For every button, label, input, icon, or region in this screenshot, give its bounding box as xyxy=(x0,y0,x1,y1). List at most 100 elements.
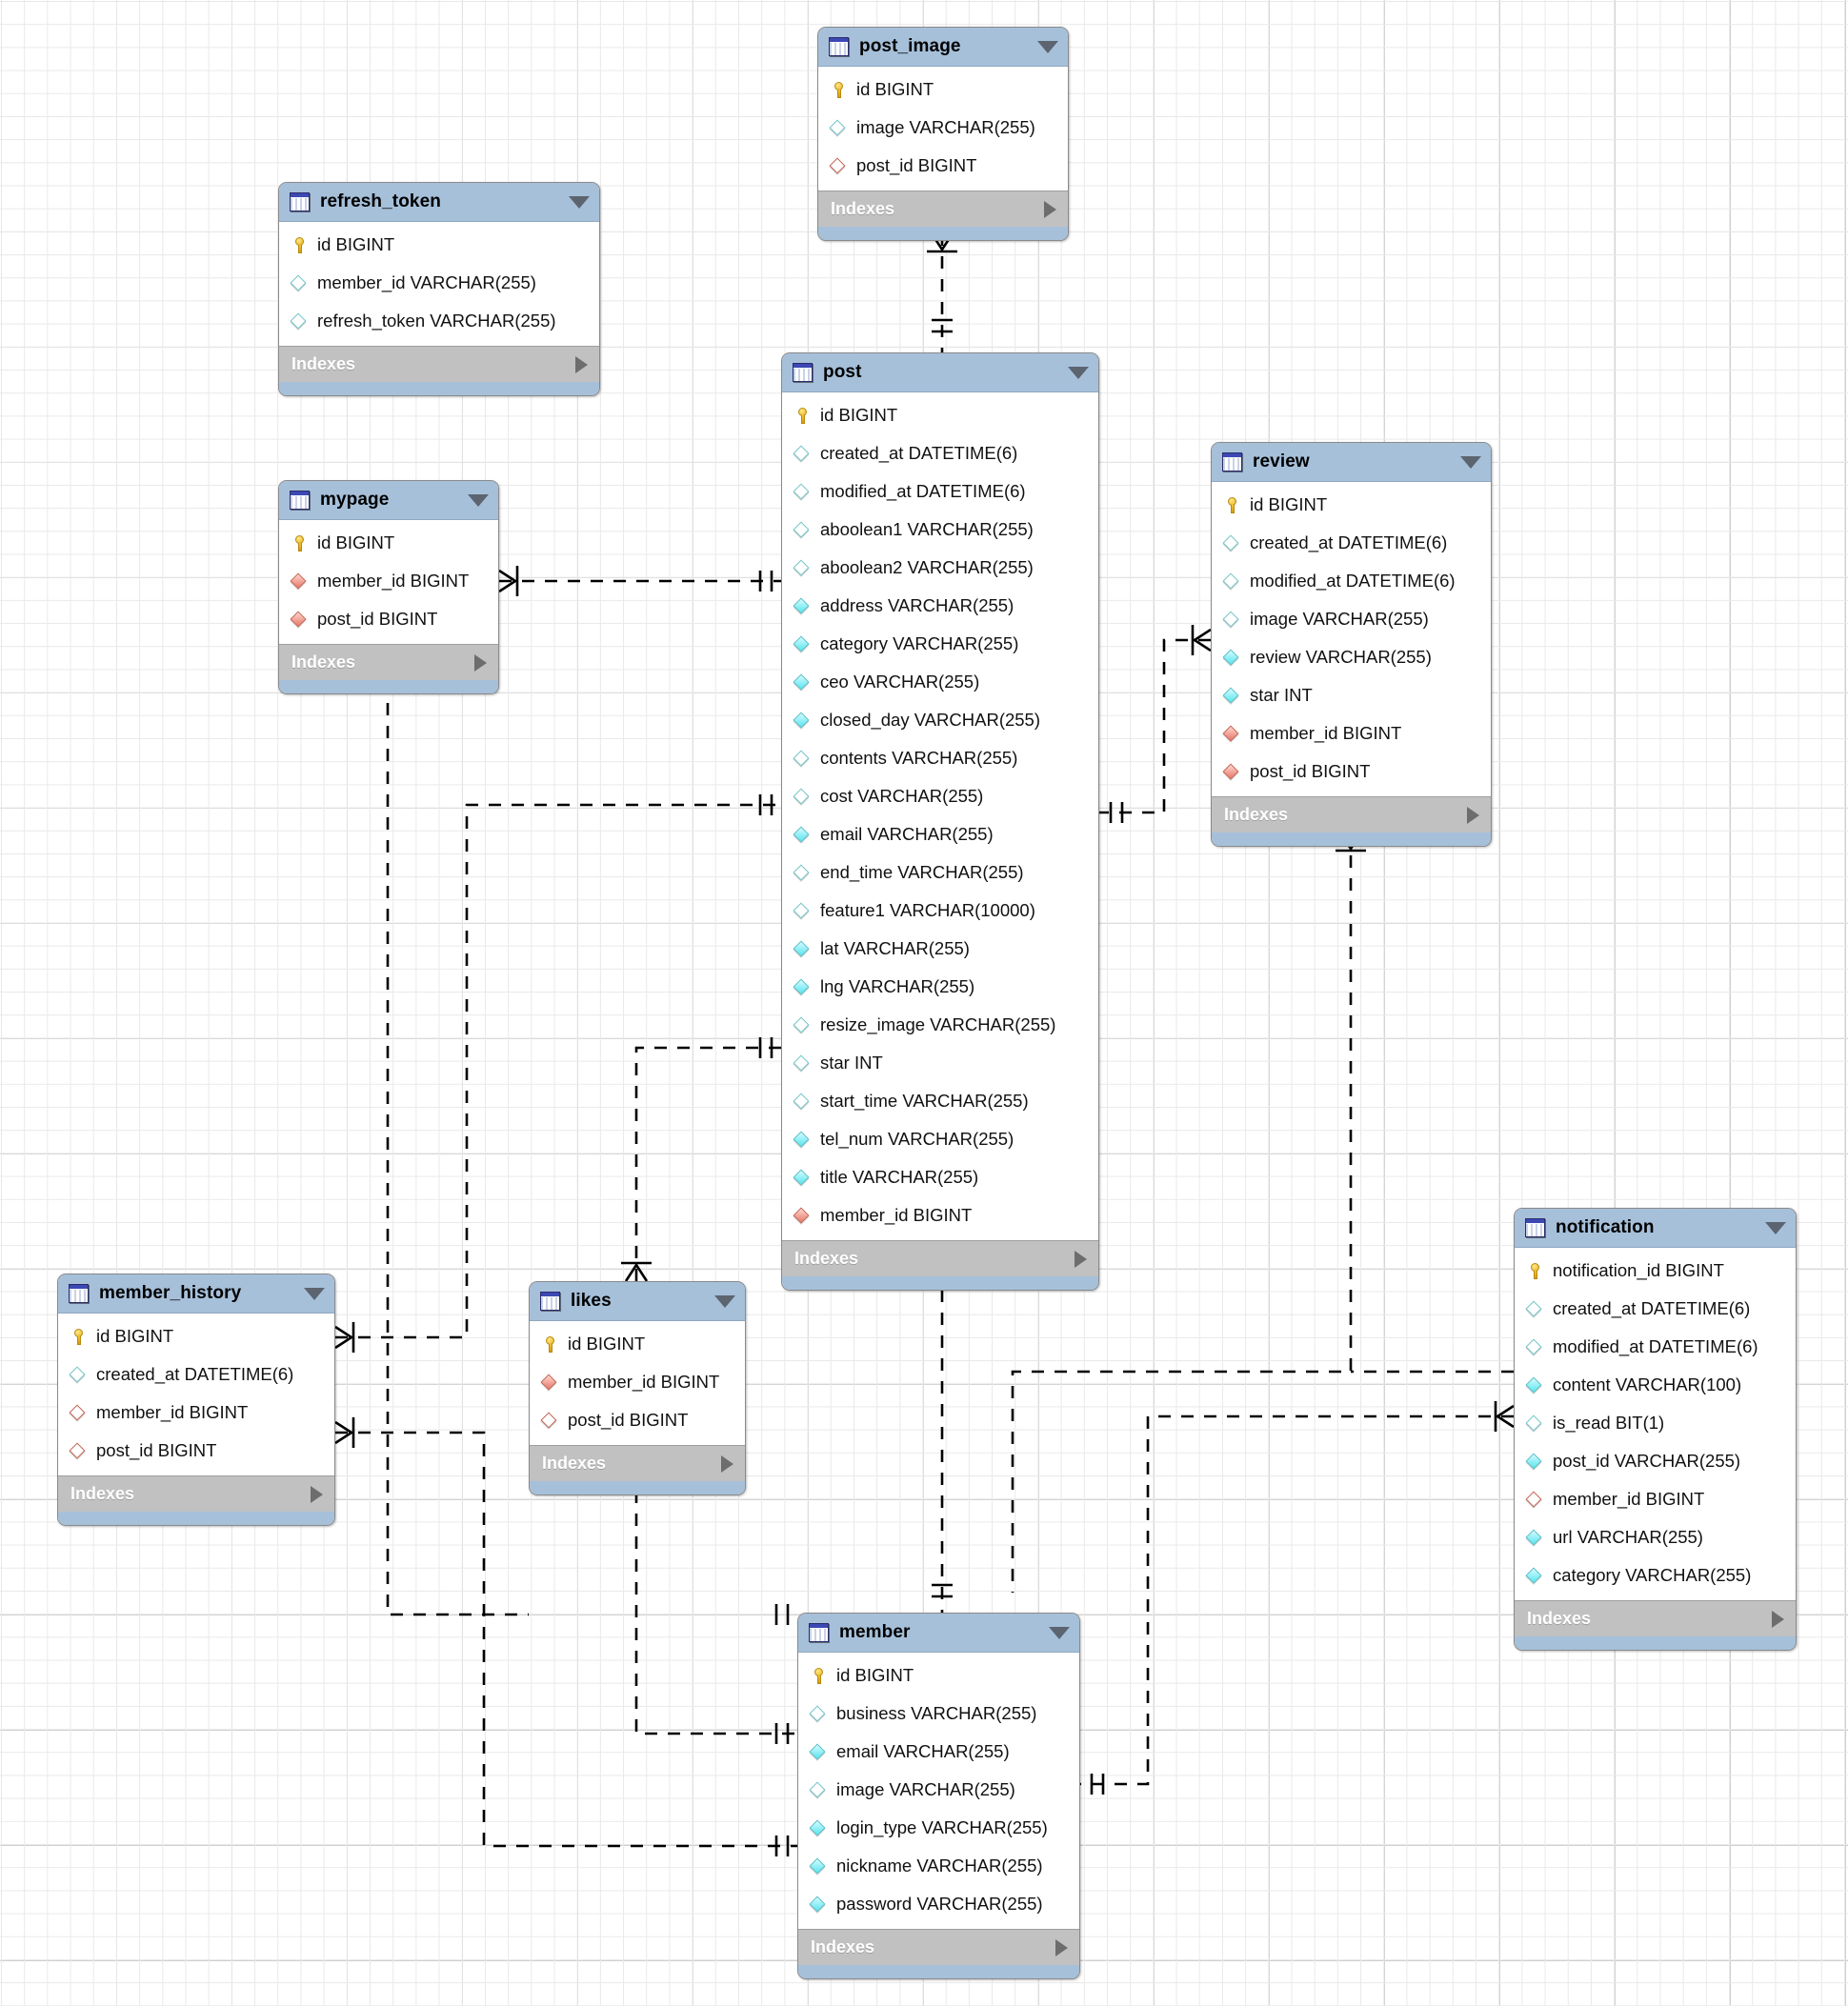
table-column[interactable]: id BIGINT xyxy=(279,524,498,562)
table-column[interactable]: address VARCHAR(255) xyxy=(782,587,1098,625)
table-column[interactable]: email VARCHAR(255) xyxy=(782,815,1098,853)
table-column[interactable]: business VARCHAR(255) xyxy=(798,1695,1079,1733)
table-column[interactable]: login_type VARCHAR(255) xyxy=(798,1809,1079,1847)
indexes-section-post_image[interactable]: Indexes xyxy=(818,191,1068,227)
table-column[interactable]: email VARCHAR(255) xyxy=(798,1733,1079,1771)
table-column[interactable]: category VARCHAR(255) xyxy=(1515,1556,1796,1595)
caret-right-icon[interactable] xyxy=(1044,200,1056,218)
table-column[interactable]: member_id BIGINT xyxy=(279,562,498,600)
table-column[interactable]: id BIGINT xyxy=(798,1656,1079,1695)
table-column[interactable]: id BIGINT xyxy=(530,1325,745,1363)
table-column[interactable]: aboolean2 VARCHAR(255) xyxy=(782,549,1098,587)
caret-down-icon[interactable] xyxy=(1068,366,1089,379)
indexes-section-post[interactable]: Indexes xyxy=(782,1240,1098,1276)
table-column[interactable]: cost VARCHAR(255) xyxy=(782,777,1098,815)
table-column[interactable]: content VARCHAR(100) xyxy=(1515,1366,1796,1404)
table-column[interactable]: id BIGINT xyxy=(818,70,1068,109)
table-column[interactable]: start_time VARCHAR(255) xyxy=(782,1082,1098,1120)
table-column[interactable]: id BIGINT xyxy=(279,226,599,264)
table-header-mypage[interactable]: mypage xyxy=(279,481,498,520)
caret-down-icon[interactable] xyxy=(1037,40,1058,53)
table-column[interactable]: resize_image VARCHAR(255) xyxy=(782,1006,1098,1044)
table-column[interactable]: created_at DATETIME(6) xyxy=(1212,524,1491,562)
table-column[interactable]: member_id BIGINT xyxy=(530,1363,745,1401)
table-column[interactable]: modified_at DATETIME(6) xyxy=(782,472,1098,511)
caret-down-icon[interactable] xyxy=(1460,455,1481,469)
caret-down-icon[interactable] xyxy=(714,1294,735,1308)
indexes-section-refresh_token[interactable]: Indexes xyxy=(279,346,599,382)
table-header-review[interactable]: review xyxy=(1212,443,1491,482)
indexes-section-member_history[interactable]: Indexes xyxy=(58,1475,334,1512)
table-column[interactable]: post_id BIGINT xyxy=(1212,752,1491,791)
table-column[interactable]: password VARCHAR(255) xyxy=(798,1885,1079,1923)
table-column[interactable]: member_id BIGINT xyxy=(1212,714,1491,752)
table-column[interactable]: star INT xyxy=(782,1044,1098,1082)
table-column[interactable]: member_id BIGINT xyxy=(1515,1480,1796,1518)
caret-right-icon[interactable] xyxy=(1075,1250,1087,1268)
caret-down-icon[interactable] xyxy=(1765,1221,1786,1234)
caret-right-icon[interactable] xyxy=(721,1454,733,1473)
table-column[interactable]: star INT xyxy=(1212,676,1491,714)
table-header-refresh_token[interactable]: refresh_token xyxy=(279,183,599,222)
table-column[interactable]: is_read BIT(1) xyxy=(1515,1404,1796,1442)
table-header-post_image[interactable]: post_image xyxy=(818,28,1068,67)
table-column[interactable]: member_id VARCHAR(255) xyxy=(279,264,599,302)
table-column[interactable]: created_at DATETIME(6) xyxy=(1515,1290,1796,1328)
table-column[interactable]: closed_day VARCHAR(255) xyxy=(782,701,1098,739)
indexes-section-likes[interactable]: Indexes xyxy=(530,1445,745,1481)
caret-right-icon[interactable] xyxy=(575,355,588,373)
table-column[interactable]: title VARCHAR(255) xyxy=(782,1158,1098,1196)
table-column[interactable]: refresh_token VARCHAR(255) xyxy=(279,302,599,340)
caret-down-icon[interactable] xyxy=(468,493,489,507)
table-header-member[interactable]: member xyxy=(798,1614,1079,1653)
table-column[interactable]: image VARCHAR(255) xyxy=(1212,600,1491,638)
table-column[interactable]: ceo VARCHAR(255) xyxy=(782,663,1098,701)
table-column[interactable]: member_id BIGINT xyxy=(58,1394,334,1432)
table-column[interactable]: nickname VARCHAR(255) xyxy=(798,1847,1079,1885)
table-header-post[interactable]: post xyxy=(782,353,1098,392)
table-column[interactable]: image VARCHAR(255) xyxy=(818,109,1068,147)
indexes-section-notification[interactable]: Indexes xyxy=(1515,1600,1796,1636)
table-column[interactable]: url VARCHAR(255) xyxy=(1515,1518,1796,1556)
table-column[interactable]: post_id BIGINT xyxy=(530,1401,745,1439)
table-column[interactable]: category VARCHAR(255) xyxy=(782,625,1098,663)
table-column[interactable]: created_at DATETIME(6) xyxy=(58,1355,334,1394)
table-column[interactable]: member_id BIGINT xyxy=(782,1196,1098,1234)
table-column[interactable]: id BIGINT xyxy=(1212,486,1491,524)
table-column[interactable]: feature1 VARCHAR(10000) xyxy=(782,892,1098,930)
caret-down-icon[interactable] xyxy=(569,195,590,209)
table-column[interactable]: post_id BIGINT xyxy=(58,1432,334,1470)
table-column[interactable]: id BIGINT xyxy=(58,1317,334,1355)
table-column[interactable]: contents VARCHAR(255) xyxy=(782,739,1098,777)
table-column[interactable]: review VARCHAR(255) xyxy=(1212,638,1491,676)
table-column[interactable]: post_id BIGINT xyxy=(279,600,498,638)
caret-right-icon[interactable] xyxy=(1772,1610,1784,1628)
caret-down-icon[interactable] xyxy=(1049,1626,1070,1639)
caret-right-icon[interactable] xyxy=(474,653,487,672)
table-column[interactable]: lng VARCHAR(255) xyxy=(782,968,1098,1006)
table-column[interactable]: id BIGINT xyxy=(782,396,1098,434)
table-header-notification[interactable]: notification xyxy=(1515,1209,1796,1248)
caret-right-icon[interactable] xyxy=(311,1485,323,1503)
caret-down-icon[interactable] xyxy=(304,1287,325,1300)
indexes-section-member[interactable]: Indexes xyxy=(798,1929,1079,1965)
table-column[interactable]: modified_at DATETIME(6) xyxy=(1212,562,1491,600)
table-column[interactable]: post_id BIGINT xyxy=(818,147,1068,185)
caret-right-icon[interactable] xyxy=(1467,806,1479,824)
table-column[interactable]: created_at DATETIME(6) xyxy=(782,434,1098,472)
table-header-likes[interactable]: likes xyxy=(530,1282,745,1321)
table-column[interactable]: end_time VARCHAR(255) xyxy=(782,853,1098,892)
table-column[interactable]: notification_id BIGINT xyxy=(1515,1252,1796,1290)
indexes-section-review[interactable]: Indexes xyxy=(1212,796,1491,832)
table-column[interactable]: aboolean1 VARCHAR(255) xyxy=(782,511,1098,549)
table-column[interactable]: modified_at DATETIME(6) xyxy=(1515,1328,1796,1366)
